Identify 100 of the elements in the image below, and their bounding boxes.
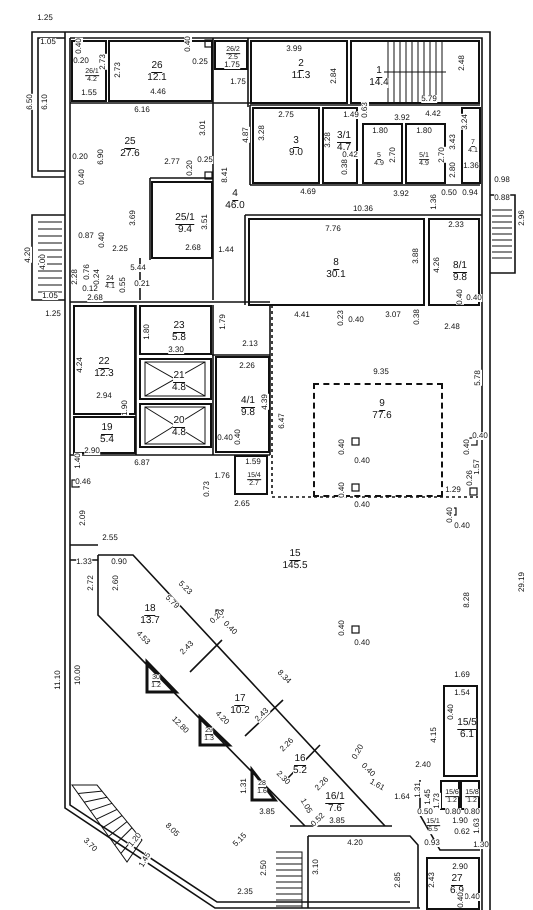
dimension-label: 3.28 <box>324 132 332 148</box>
dimension-label: 0.24 <box>93 269 101 285</box>
dimension-label: 8.41 <box>221 167 229 183</box>
dimension-label: 2.65 <box>234 500 250 508</box>
dimension-label: 1.25 <box>37 14 53 22</box>
dimension-label: 1.45 <box>424 789 432 805</box>
dimension-label: 0.62 <box>454 828 470 836</box>
dimension-label: 2.50 <box>260 860 268 876</box>
room-area: 5.2 <box>293 766 307 776</box>
dimension-label: 4.87 <box>242 127 250 143</box>
dimension-label: 0.50 <box>441 189 457 197</box>
dimension-label: 2.70 <box>389 147 397 163</box>
room-number: 8/1 <box>453 261 467 272</box>
dimension-label: 4.00 <box>39 254 47 270</box>
dimension-label: 2.85 <box>394 872 402 888</box>
dimension-label: 0.90 <box>111 558 127 566</box>
dimension-label: 8.28 <box>463 592 471 608</box>
room-number: 3 <box>293 136 299 148</box>
dimension-label: 2.72 <box>87 575 95 591</box>
dimension-label: 0.40 <box>464 893 480 901</box>
dimension-label: 0.40 <box>338 482 346 498</box>
dimension-label: 0.25 <box>197 156 213 164</box>
dimension-label: 6.50 <box>26 94 34 110</box>
room-number: 17 <box>234 694 246 706</box>
dimension-label: 6.87 <box>134 459 150 467</box>
dimension-label: 3.85 <box>329 817 345 825</box>
dimension-label: 0.40 <box>354 457 370 465</box>
room-area: 4.8 <box>172 382 186 393</box>
room-number: 15 <box>289 549 301 560</box>
room-number: 2 <box>298 59 304 70</box>
dimension-label: 6.47 <box>278 413 286 429</box>
room-number: 23 <box>173 321 185 332</box>
dimension-label: 0.40 <box>454 522 470 530</box>
dimension-label: 0.40 <box>472 432 488 440</box>
dimension-label: 0.40 <box>348 316 364 324</box>
room-area: 6.1 <box>460 730 474 740</box>
dimension-label: 0.55 <box>119 277 127 293</box>
dimension-label: 0.80 <box>445 808 461 816</box>
room-area: 11.3 <box>292 70 310 81</box>
dimension-label: 2.26 <box>239 362 255 370</box>
dimension-label: 0.40 <box>457 892 465 908</box>
dimension-label: 0.40 <box>466 294 482 302</box>
dimension-label: 1.63 <box>473 818 481 834</box>
dimension-label: 8.05 <box>164 822 180 838</box>
dimension-label: 4.42 <box>425 110 441 118</box>
dimension-label: 0.63 <box>361 102 369 118</box>
dimension-label: 29.19 <box>518 572 526 592</box>
room-area: 5.8 <box>172 332 186 343</box>
dimension-label: 2.13 <box>242 340 258 348</box>
dimension-label: 2.96 <box>518 210 526 226</box>
dimension-label: 0.94 <box>462 189 478 197</box>
dimension-label: 1.25 <box>45 310 61 318</box>
dimension-label: 0.40 <box>338 439 346 455</box>
room-number: 16 <box>294 754 306 766</box>
room-area: 30.1 <box>326 270 346 280</box>
dimension-label: 2.30 <box>274 770 292 786</box>
dimension-label: 0.26 <box>466 470 474 486</box>
dimension-label: 2.40 <box>415 761 431 769</box>
dimension-label: 2.80 <box>449 162 457 178</box>
dimension-label: 1.05 <box>40 38 56 46</box>
dimension-label: 9.35 <box>373 368 389 376</box>
dimension-label: 3.69 <box>129 210 137 226</box>
dimension-label: 4.20 <box>24 247 32 263</box>
dimension-label: 2.68 <box>185 244 201 252</box>
dimension-label: 1.57 <box>473 459 481 475</box>
room-number: 4 <box>232 189 238 200</box>
room-area: 4.8 <box>172 428 186 438</box>
dimension-label: 0.40 <box>446 507 454 523</box>
dimension-label: 0.40 <box>463 439 471 455</box>
dimension-label: 0.93 <box>424 839 440 847</box>
dimension-label: 5.79 <box>421 95 437 103</box>
dimension-label: 0.40 <box>447 704 455 720</box>
dimension-label: 4.53 <box>134 630 152 646</box>
dimension-label: 4.15 <box>430 727 438 743</box>
dimension-label: 3.92 <box>394 114 410 122</box>
dimension-label: 3.88 <box>412 248 420 264</box>
dimension-label: 4.26 <box>433 257 441 273</box>
room-area: 77.6 <box>372 410 392 421</box>
room-area: 46.0 <box>225 200 245 211</box>
dimension-label: 2.77 <box>164 158 180 166</box>
dimension-label: 6.90 <box>97 149 105 165</box>
dimension-label: 0.38 <box>413 309 421 325</box>
dimension-label: 2.68 <box>87 294 103 302</box>
dimension-label: 2.90 <box>452 863 468 871</box>
dimension-label: 2.35 <box>237 888 253 896</box>
dimension-label: 4.69 <box>300 188 316 196</box>
dimension-label: 1.90 <box>452 817 468 825</box>
dimension-label: 0.76 <box>83 264 91 280</box>
dimension-label: 0.40 <box>354 639 370 647</box>
room-number: 1 <box>376 66 382 78</box>
dimension-label: 0.12 <box>82 285 98 293</box>
room-number: 16/1 <box>325 792 345 804</box>
dimension-label: 1.73 <box>433 793 441 809</box>
dimension-label: 10.00 <box>74 664 82 686</box>
dimension-label: 0.80 <box>464 808 480 816</box>
room-area: 10.2 <box>230 706 250 716</box>
dimension-label: 3.01 <box>199 120 207 136</box>
dimension-label: 0.87 <box>78 232 94 240</box>
dimension-label: 2.73 <box>99 54 107 70</box>
dimension-label: 4.24 <box>76 357 84 373</box>
